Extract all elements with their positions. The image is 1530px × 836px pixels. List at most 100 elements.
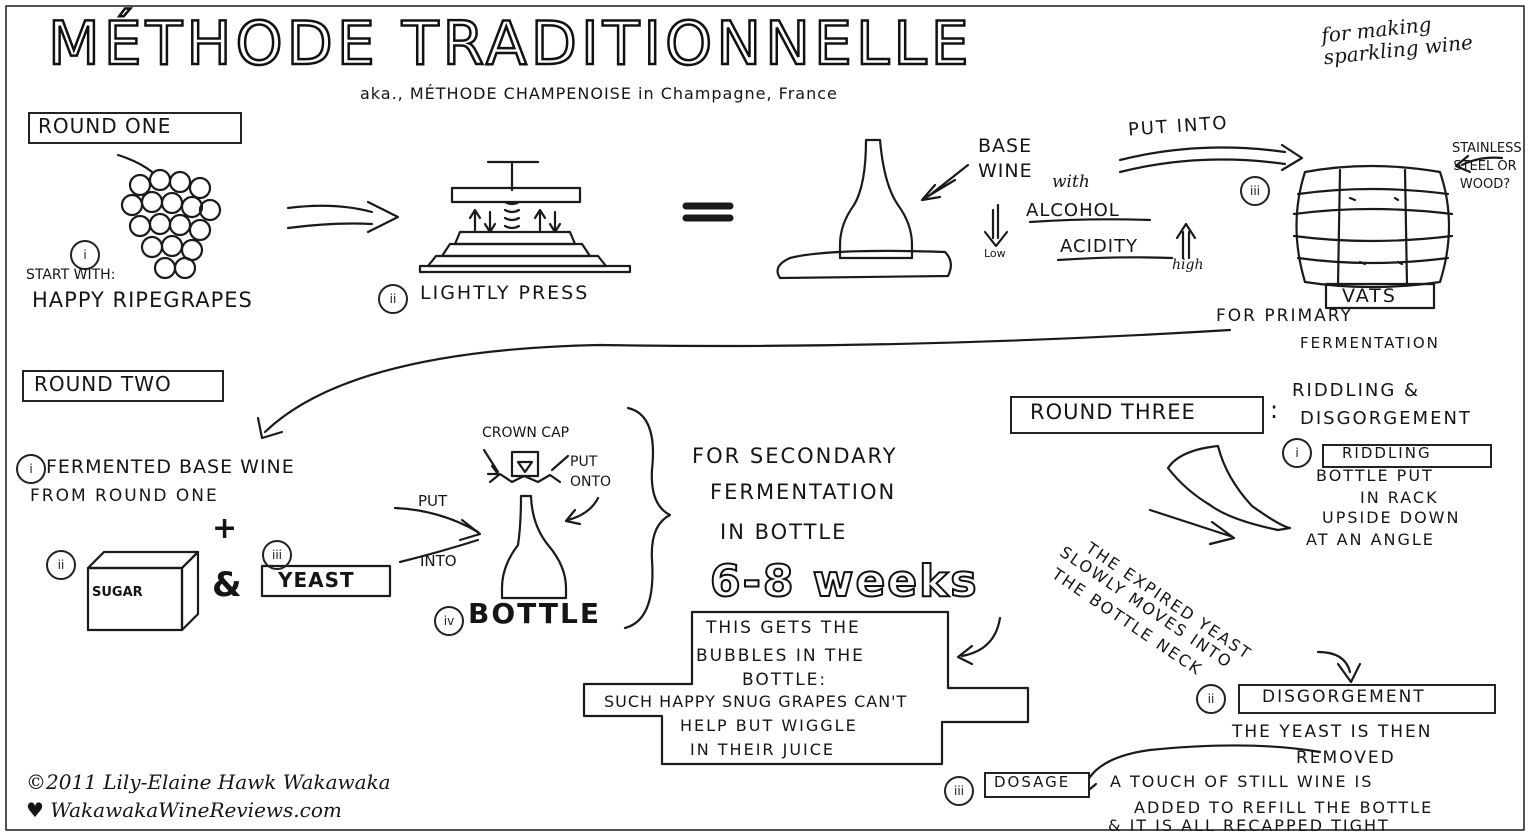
secondary-fermentation-text: FERMENTATION: [710, 480, 897, 504]
colon: :: [1270, 396, 1279, 424]
dosage-line: & IT IS ALL RECAPPED TIGHT: [1108, 816, 1390, 835]
base-wine-text: BASE WINE: [978, 135, 1033, 182]
step-number-badge: ii: [46, 550, 76, 580]
from-round-one-text: FROM ROUND ONE: [30, 486, 219, 506]
for-primary-text: FOR PRIMARY: [1216, 306, 1353, 326]
vats-text: VATS: [1342, 285, 1397, 307]
disgorgement-line: REMOVED: [1296, 748, 1396, 768]
step-number-badge: iii: [944, 776, 974, 806]
page-border: [5, 5, 1525, 831]
bubbles-line: HELP BUT WIGGLE: [680, 716, 858, 735]
alcohol-text: ALCOHOL: [1026, 200, 1120, 221]
arrow-icon: [1148, 508, 1236, 546]
copyright-credit: ©2011 Lily-Elaine Hawk Wakawaka: [26, 770, 391, 794]
riddling-bottle-icon: [1166, 444, 1292, 532]
crown-cap-text: CROWN CAP: [482, 425, 570, 441]
in-bottle-text: IN BOTTLE: [720, 520, 848, 544]
riddling-disgorgement-heading: DISGORGEMENT: [1300, 408, 1472, 429]
riddling-line: UPSIDE DOWN: [1322, 508, 1461, 527]
round-one-label: ROUND ONE: [38, 114, 172, 138]
yeast-box: [260, 564, 392, 598]
put-onto-text: PUT ONTO: [570, 454, 612, 490]
riddling-line: AT AN ANGLE: [1306, 530, 1435, 549]
vats-box: [1324, 282, 1436, 310]
acidity-text: ACIDITY: [1060, 236, 1139, 257]
step-number-badge: i: [70, 240, 100, 270]
round-three-label: ROUND THREE: [1030, 400, 1196, 424]
arrow-icon: [1454, 154, 1504, 174]
callout-shape: [582, 610, 1030, 766]
brace: [623, 406, 672, 630]
happy-ripe-grapes-text: HAPPY RIPEGRAPES: [32, 288, 253, 312]
sugar-text: SUGAR: [92, 585, 143, 600]
riddling-disgorgement-heading: RIDDLING &: [1292, 380, 1421, 401]
for-secondary-text: FOR SECONDARY: [692, 444, 898, 468]
duration-text: 6-8 weeks: [709, 556, 979, 607]
bubbles-line: SUCH HAPPY SNUG GRAPES CAN'T: [604, 692, 908, 711]
riddling-line: IN RACK: [1360, 488, 1439, 507]
arrow-icon: [1316, 650, 1362, 684]
disgorgement-line: THE YEAST IS THEN: [1232, 722, 1433, 742]
step-number-badge: iii: [1240, 176, 1270, 206]
page-title: MÉTHODE TRADITIONNELLE: [47, 9, 973, 79]
riddling-label-box: [1322, 444, 1492, 468]
arrow-icon: [956, 616, 1002, 666]
high-text: high: [1172, 257, 1204, 273]
lightly-press-text: LIGHTLY PRESS: [420, 282, 590, 304]
into-text: INTO: [420, 552, 457, 570]
bottle-text: BOTTLE: [468, 597, 601, 630]
step-number-badge: iii: [262, 540, 292, 570]
step-number-badge: ii: [378, 284, 408, 314]
primary-fermentation-text: FERMENTATION: [1300, 334, 1440, 352]
step-number-badge: ii: [1196, 684, 1226, 714]
equals-sign: [682, 202, 734, 222]
put-text: PUT: [418, 492, 448, 510]
round-three-label-box: [1010, 396, 1264, 434]
dosage-label: DOSAGE: [994, 773, 1071, 791]
arrow-icon: [564, 496, 600, 526]
riddling-label: RIDDLING: [1342, 444, 1432, 462]
bubbles-line: IN THEIR JUICE: [690, 740, 836, 759]
start-with-label: START WITH:: [26, 267, 116, 283]
plus-sign: +: [212, 511, 238, 546]
arrow-icon: [1118, 143, 1304, 174]
crown-cap-icon: [482, 448, 570, 484]
step-number-badge: i: [1282, 438, 1312, 468]
vessel-note: STAINLESS STEEL OR WOOD?: [1452, 141, 1522, 192]
disgorgement-label-box: [1238, 684, 1496, 714]
bubbles-line: THIS GETS THE: [706, 618, 861, 638]
subtitle: aka., MÉTHODE CHAMPENOISE in Champagne, …: [360, 84, 838, 103]
base-wine-bottle-icon: [776, 138, 952, 280]
round-two-label-box: [22, 370, 224, 402]
low-text: Low: [984, 247, 1006, 260]
barrel-icon: [1292, 164, 1454, 289]
arrow-icon: [920, 163, 970, 202]
disgorgement-label: DISGORGEMENT: [1262, 687, 1426, 707]
round-one-label-box: [28, 112, 242, 144]
website-credit: ♥ WakawakaWineReviews.com: [26, 798, 342, 822]
curved-arrow-icon: [256, 328, 1232, 440]
yeast-text: YEAST: [278, 568, 355, 592]
alcohol-underline: [1028, 218, 1152, 224]
round-two-label: ROUND TWO: [34, 372, 172, 396]
sugar-cube-icon: [86, 550, 200, 632]
step-number-badge: i: [16, 454, 46, 484]
grapes-icon: [116, 153, 222, 280]
wine-press-icon: [418, 160, 632, 274]
arrow-icon: [286, 200, 400, 234]
bottle-icon: [500, 494, 568, 600]
arrow-icon: [393, 506, 482, 564]
fermented-base-wine-text: FERMENTED BASE WINE: [46, 456, 295, 478]
dosage-line: A TOUCH OF STILL WINE IS: [1110, 772, 1374, 791]
dosage-label-box: [984, 772, 1090, 798]
high-arrow-icon: [1175, 222, 1197, 260]
riddling-line: BOTTLE PUT: [1316, 466, 1434, 485]
bubbles-line: BUBBLES IN THE: [696, 646, 865, 666]
low-arrow-icon: [983, 203, 1009, 248]
step-number-badge: iv: [434, 606, 464, 636]
acidity-underline: [1056, 256, 1174, 262]
bubbles-line: BOTTLE:: [742, 670, 828, 690]
with-text: with: [1052, 172, 1090, 192]
ampersand: &: [212, 565, 242, 605]
